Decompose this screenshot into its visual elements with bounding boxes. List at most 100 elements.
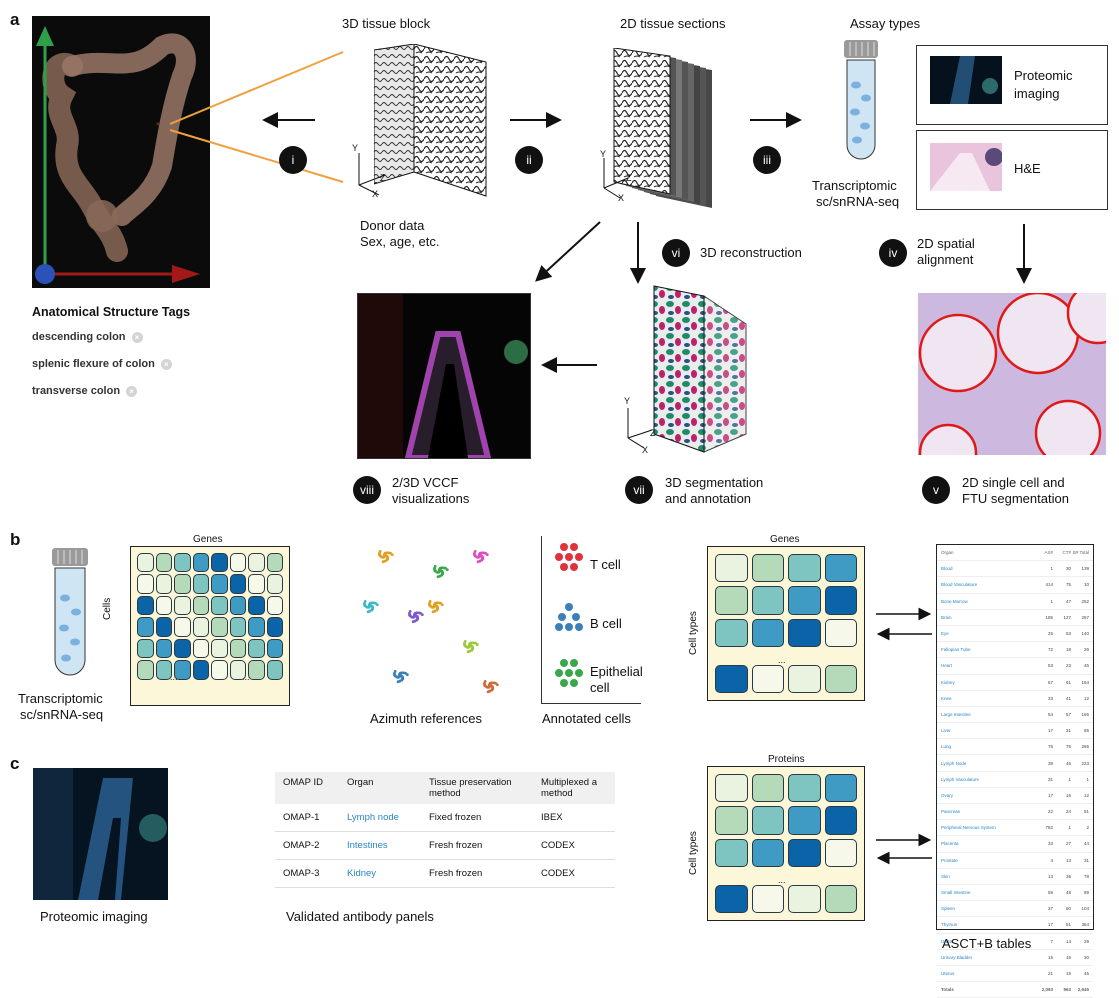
- axis-x: X: [618, 193, 625, 203]
- proteomic-thumbnail: [930, 56, 1002, 104]
- vccf-label-2: visualizations: [392, 491, 470, 506]
- remove-tag-icon[interactable]: ×: [160, 358, 172, 370]
- legend-divider: [541, 536, 542, 703]
- remove-tag-icon[interactable]: ×: [126, 385, 138, 397]
- table-row: OMAP-1 Lymph node Fixed frozen IBEX: [275, 804, 615, 832]
- matrix-cell: [192, 595, 209, 616]
- tissue-block-illustration: [374, 44, 487, 197]
- matrix-cell: [248, 617, 265, 637]
- matrix-cell: [715, 664, 748, 693]
- matrix-cell: [267, 682, 284, 699]
- matrix-cell: [788, 651, 821, 661]
- organ-link[interactable]: Lymph node: [339, 804, 421, 832]
- alignment-label-2: alignment: [917, 252, 974, 267]
- matrix-cell: [788, 774, 821, 803]
- umap-point: [442, 566, 446, 570]
- umap-point: [472, 641, 476, 645]
- umap-point: [398, 679, 402, 683]
- genes-label: Genes: [193, 534, 223, 545]
- matrix-cell: [248, 682, 265, 699]
- umap-point: [402, 671, 406, 675]
- umap-point: [385, 554, 388, 558]
- matrix-cell: [211, 574, 228, 594]
- matrix-cell: [192, 574, 209, 594]
- matrix-cell: [211, 553, 228, 573]
- umap-point: [436, 570, 440, 574]
- colon-3d-viewer[interactable]: ×: [32, 16, 210, 288]
- matrix-cell: [248, 638, 265, 659]
- ftu-label-1: 2D single cell and: [962, 475, 1065, 490]
- matrix-cell: [788, 871, 821, 881]
- matrix-cell: [788, 618, 821, 647]
- organ-link[interactable]: Intestines: [339, 831, 421, 860]
- umap-point: [420, 613, 424, 617]
- celltype-gene-matrix: [707, 546, 865, 701]
- matrix-cell: [266, 638, 283, 659]
- matrix-cell: [192, 553, 209, 573]
- umap-point: [469, 641, 473, 645]
- matrix-cell: [825, 871, 858, 881]
- matrix-cell: [751, 838, 784, 867]
- he-thumbnail-art: [930, 148, 1002, 191]
- umap-point: [413, 619, 417, 623]
- step-iii-badge: iii: [753, 146, 781, 174]
- umap-point: [415, 617, 419, 621]
- epithelial-label-2: cell: [590, 680, 610, 695]
- umap-point: [383, 559, 387, 563]
- umap-point: [393, 673, 397, 677]
- axis-y: Y: [600, 149, 607, 159]
- umap-point: [479, 551, 483, 555]
- step-ii-badge: ii: [515, 146, 543, 174]
- umap-point: [482, 551, 486, 555]
- umap-point: [396, 675, 400, 679]
- umap-point: [368, 609, 372, 613]
- matrix-cell: [266, 617, 283, 637]
- umap-point: [480, 554, 483, 558]
- matrix-cell: [824, 586, 857, 615]
- cell-types-axis-label: Cell types: [688, 611, 699, 655]
- matrix-cell: [751, 586, 784, 615]
- organ-link[interactable]: Kidney: [339, 859, 421, 888]
- snrna-label: sc/snRNA-seq: [816, 194, 900, 209]
- col-header: Tissue preservation method: [421, 772, 533, 804]
- matrix-cell: [824, 664, 857, 693]
- umap-point: [387, 551, 391, 555]
- tube-icon-b: [52, 548, 88, 676]
- umap-point: [437, 601, 441, 605]
- remove-tag-icon[interactable]: ×: [131, 331, 143, 343]
- matrix-cell: [751, 884, 784, 913]
- umap-point: [488, 689, 492, 693]
- matrix-cell: [788, 884, 821, 913]
- matrix-cell: [248, 595, 265, 616]
- umap-point: [369, 601, 373, 605]
- col-header: Multiplexed a method: [533, 772, 615, 804]
- matrix-cell: [751, 554, 784, 583]
- matrix-cell: [715, 586, 748, 615]
- matrix-cell: [788, 806, 821, 835]
- donor-details-label: Sex, age, etc.: [360, 234, 440, 249]
- umap-point: [370, 607, 374, 611]
- matrix-cell: [192, 617, 209, 637]
- matrix-cell: [211, 638, 228, 659]
- umap-point: [440, 572, 444, 576]
- umap-point: [473, 553, 477, 557]
- cell-gene-matrix: [130, 546, 290, 706]
- matrix-cell: [229, 595, 246, 616]
- umap-point: [483, 680, 487, 683]
- matrix-cell: [229, 617, 246, 637]
- transcriptomic-label-b: Transcriptomic: [18, 691, 103, 706]
- ellipsis: ...: [778, 875, 786, 885]
- umap-point: [473, 550, 477, 553]
